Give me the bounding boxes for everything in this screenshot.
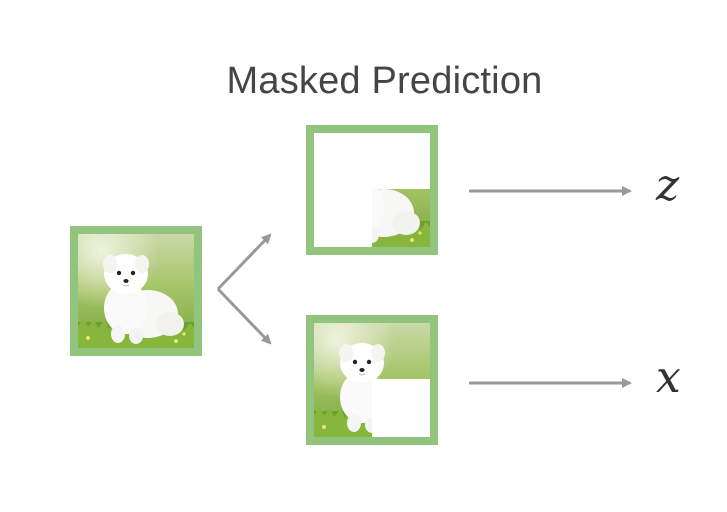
diagram-title: Masked Prediction: [226, 60, 543, 102]
masked-image-bottom-frame: [306, 315, 438, 445]
output-variable-z: z: [656, 160, 680, 211]
masked-image-top-frame: [306, 125, 438, 255]
masked-puppy-image-bottom: [314, 323, 430, 437]
mask-region: [372, 379, 430, 437]
branch-arrow-down: [216, 287, 272, 345]
output-variable-x: x: [656, 352, 681, 403]
input-image-frame: [70, 226, 202, 356]
branch-arrow-up: [216, 233, 272, 291]
masked-puppy-image-top: [314, 133, 430, 247]
